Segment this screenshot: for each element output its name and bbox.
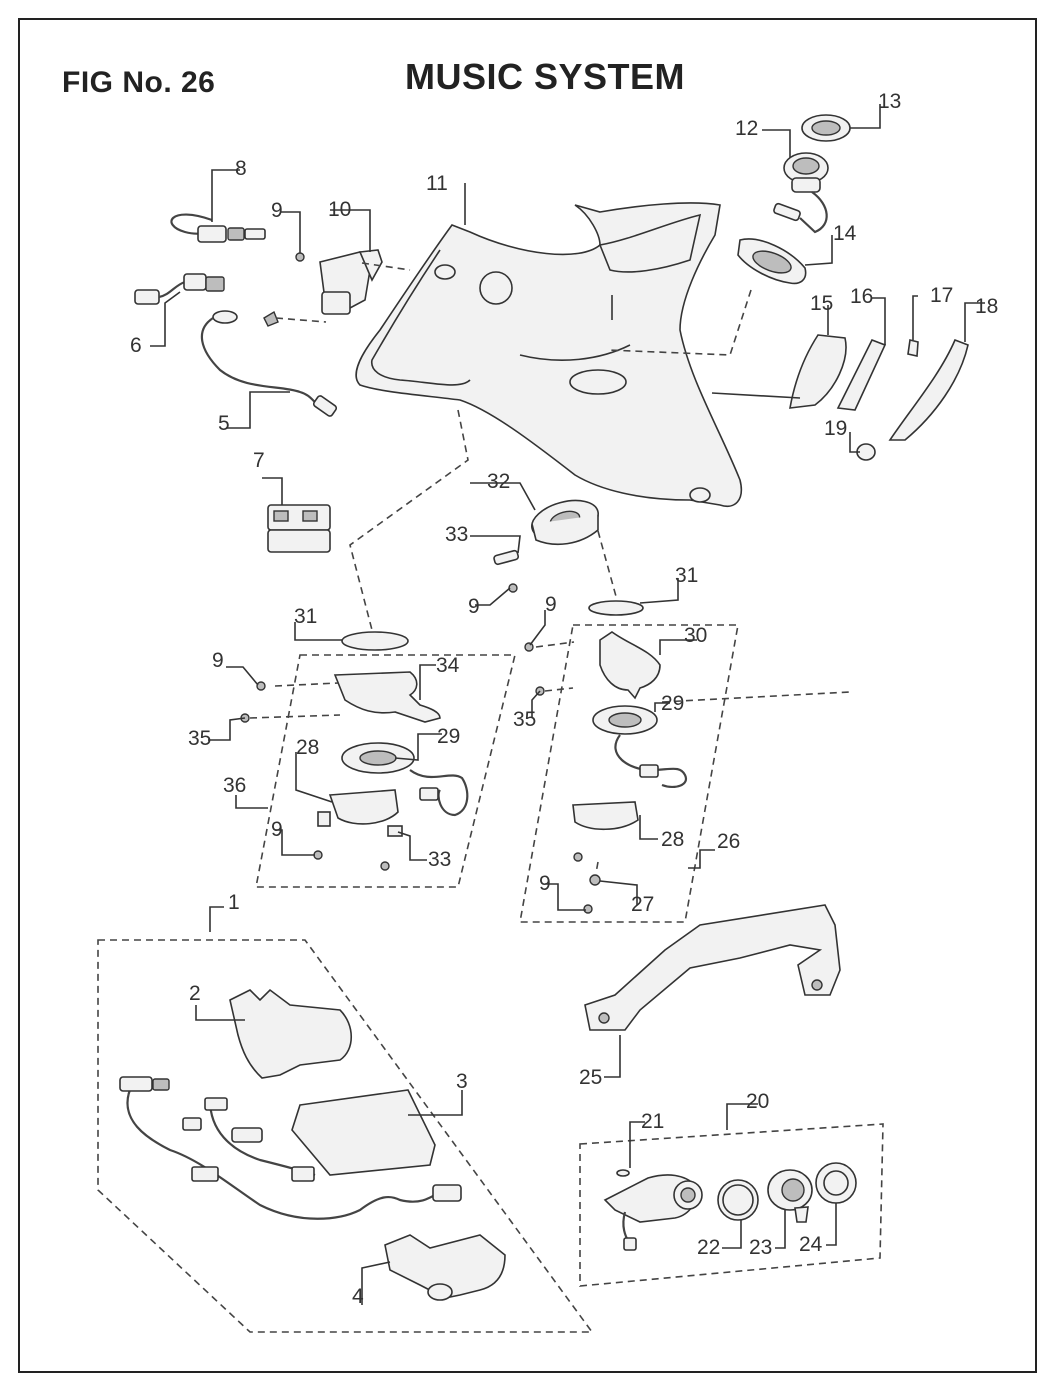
figure-number: FIG No. 26 [62, 66, 216, 99]
callout-29: 29 [661, 692, 684, 715]
callout-17: 17 [930, 284, 953, 307]
callout-18: 18 [975, 295, 998, 318]
callout-5: 5 [218, 412, 230, 435]
callout-28: 28 [296, 736, 319, 759]
callout-11: 11 [426, 172, 448, 195]
callout-27: 27 [631, 893, 654, 916]
callout-labels: 1 2 3 4 5 6 7 8 9 10 11 12 13 14 15 16 1… [130, 90, 998, 1308]
tweeter-part [773, 152, 829, 234]
power-socket-assembly [579, 1123, 884, 1287]
callout-31: 31 [675, 564, 698, 587]
callout-16: 16 [850, 285, 873, 308]
callout-32: 32 [487, 470, 510, 493]
connector-box-part [267, 504, 331, 553]
callout-28: 28 [661, 828, 684, 851]
callout-20: 20 [746, 1090, 769, 1113]
callout-8: 8 [235, 157, 247, 180]
callout-12: 12 [735, 117, 758, 140]
callout-29: 29 [437, 725, 460, 748]
speaker-grille-part [801, 114, 851, 142]
speaker-gasket-part [737, 238, 807, 285]
callout-33: 33 [428, 848, 451, 871]
side-trim-parts [789, 334, 969, 461]
callout-36: 36 [223, 774, 246, 797]
callout-leader-lines [150, 104, 985, 1305]
callout-9: 9 [539, 872, 551, 895]
callout-13: 13 [878, 90, 901, 113]
callout-14: 14 [833, 222, 857, 245]
figure-title: MUSIC SYSTEM [405, 56, 686, 97]
callout-23: 23 [749, 1236, 772, 1259]
callout-15: 15 [810, 292, 833, 315]
mounting-bracket-part [263, 249, 383, 327]
wire-harness-parts [134, 213, 338, 417]
callout-21: 21 [641, 1110, 664, 1133]
callout-9: 9 [212, 649, 224, 672]
callout-9: 9 [271, 199, 283, 222]
amplifier-assembly [97, 939, 594, 1333]
callout-30: 30 [684, 624, 707, 647]
callout-25: 25 [579, 1066, 602, 1089]
callout-35: 35 [188, 727, 211, 750]
callout-3: 3 [456, 1070, 468, 1093]
center-speaker-part [493, 499, 599, 593]
callout-6: 6 [130, 334, 142, 357]
left-speaker-assembly [240, 654, 517, 888]
assembly-guide-lines [249, 262, 851, 874]
callout-9: 9 [468, 595, 480, 618]
ring-gaskets [341, 600, 644, 651]
callout-1: 1 [228, 891, 240, 914]
callout-4: 4 [352, 1285, 364, 1308]
callout-7: 7 [253, 449, 265, 472]
front-cover-part [355, 202, 742, 507]
callout-10: 10 [328, 198, 351, 221]
callout-26: 26 [717, 830, 740, 853]
callout-22: 22 [697, 1236, 720, 1259]
callout-24: 24 [799, 1233, 823, 1256]
callout-9: 9 [271, 818, 283, 841]
right-speaker-assembly [519, 624, 739, 923]
callout-9: 9 [545, 593, 557, 616]
callout-2: 2 [189, 982, 201, 1005]
callout-34: 34 [436, 654, 460, 677]
callout-19: 19 [824, 417, 847, 440]
figure-border [18, 18, 1037, 1373]
callout-31: 31 [294, 605, 317, 628]
stay-bracket-part [584, 904, 841, 1031]
callout-33: 33 [445, 523, 468, 546]
callout-35: 35 [513, 708, 536, 731]
